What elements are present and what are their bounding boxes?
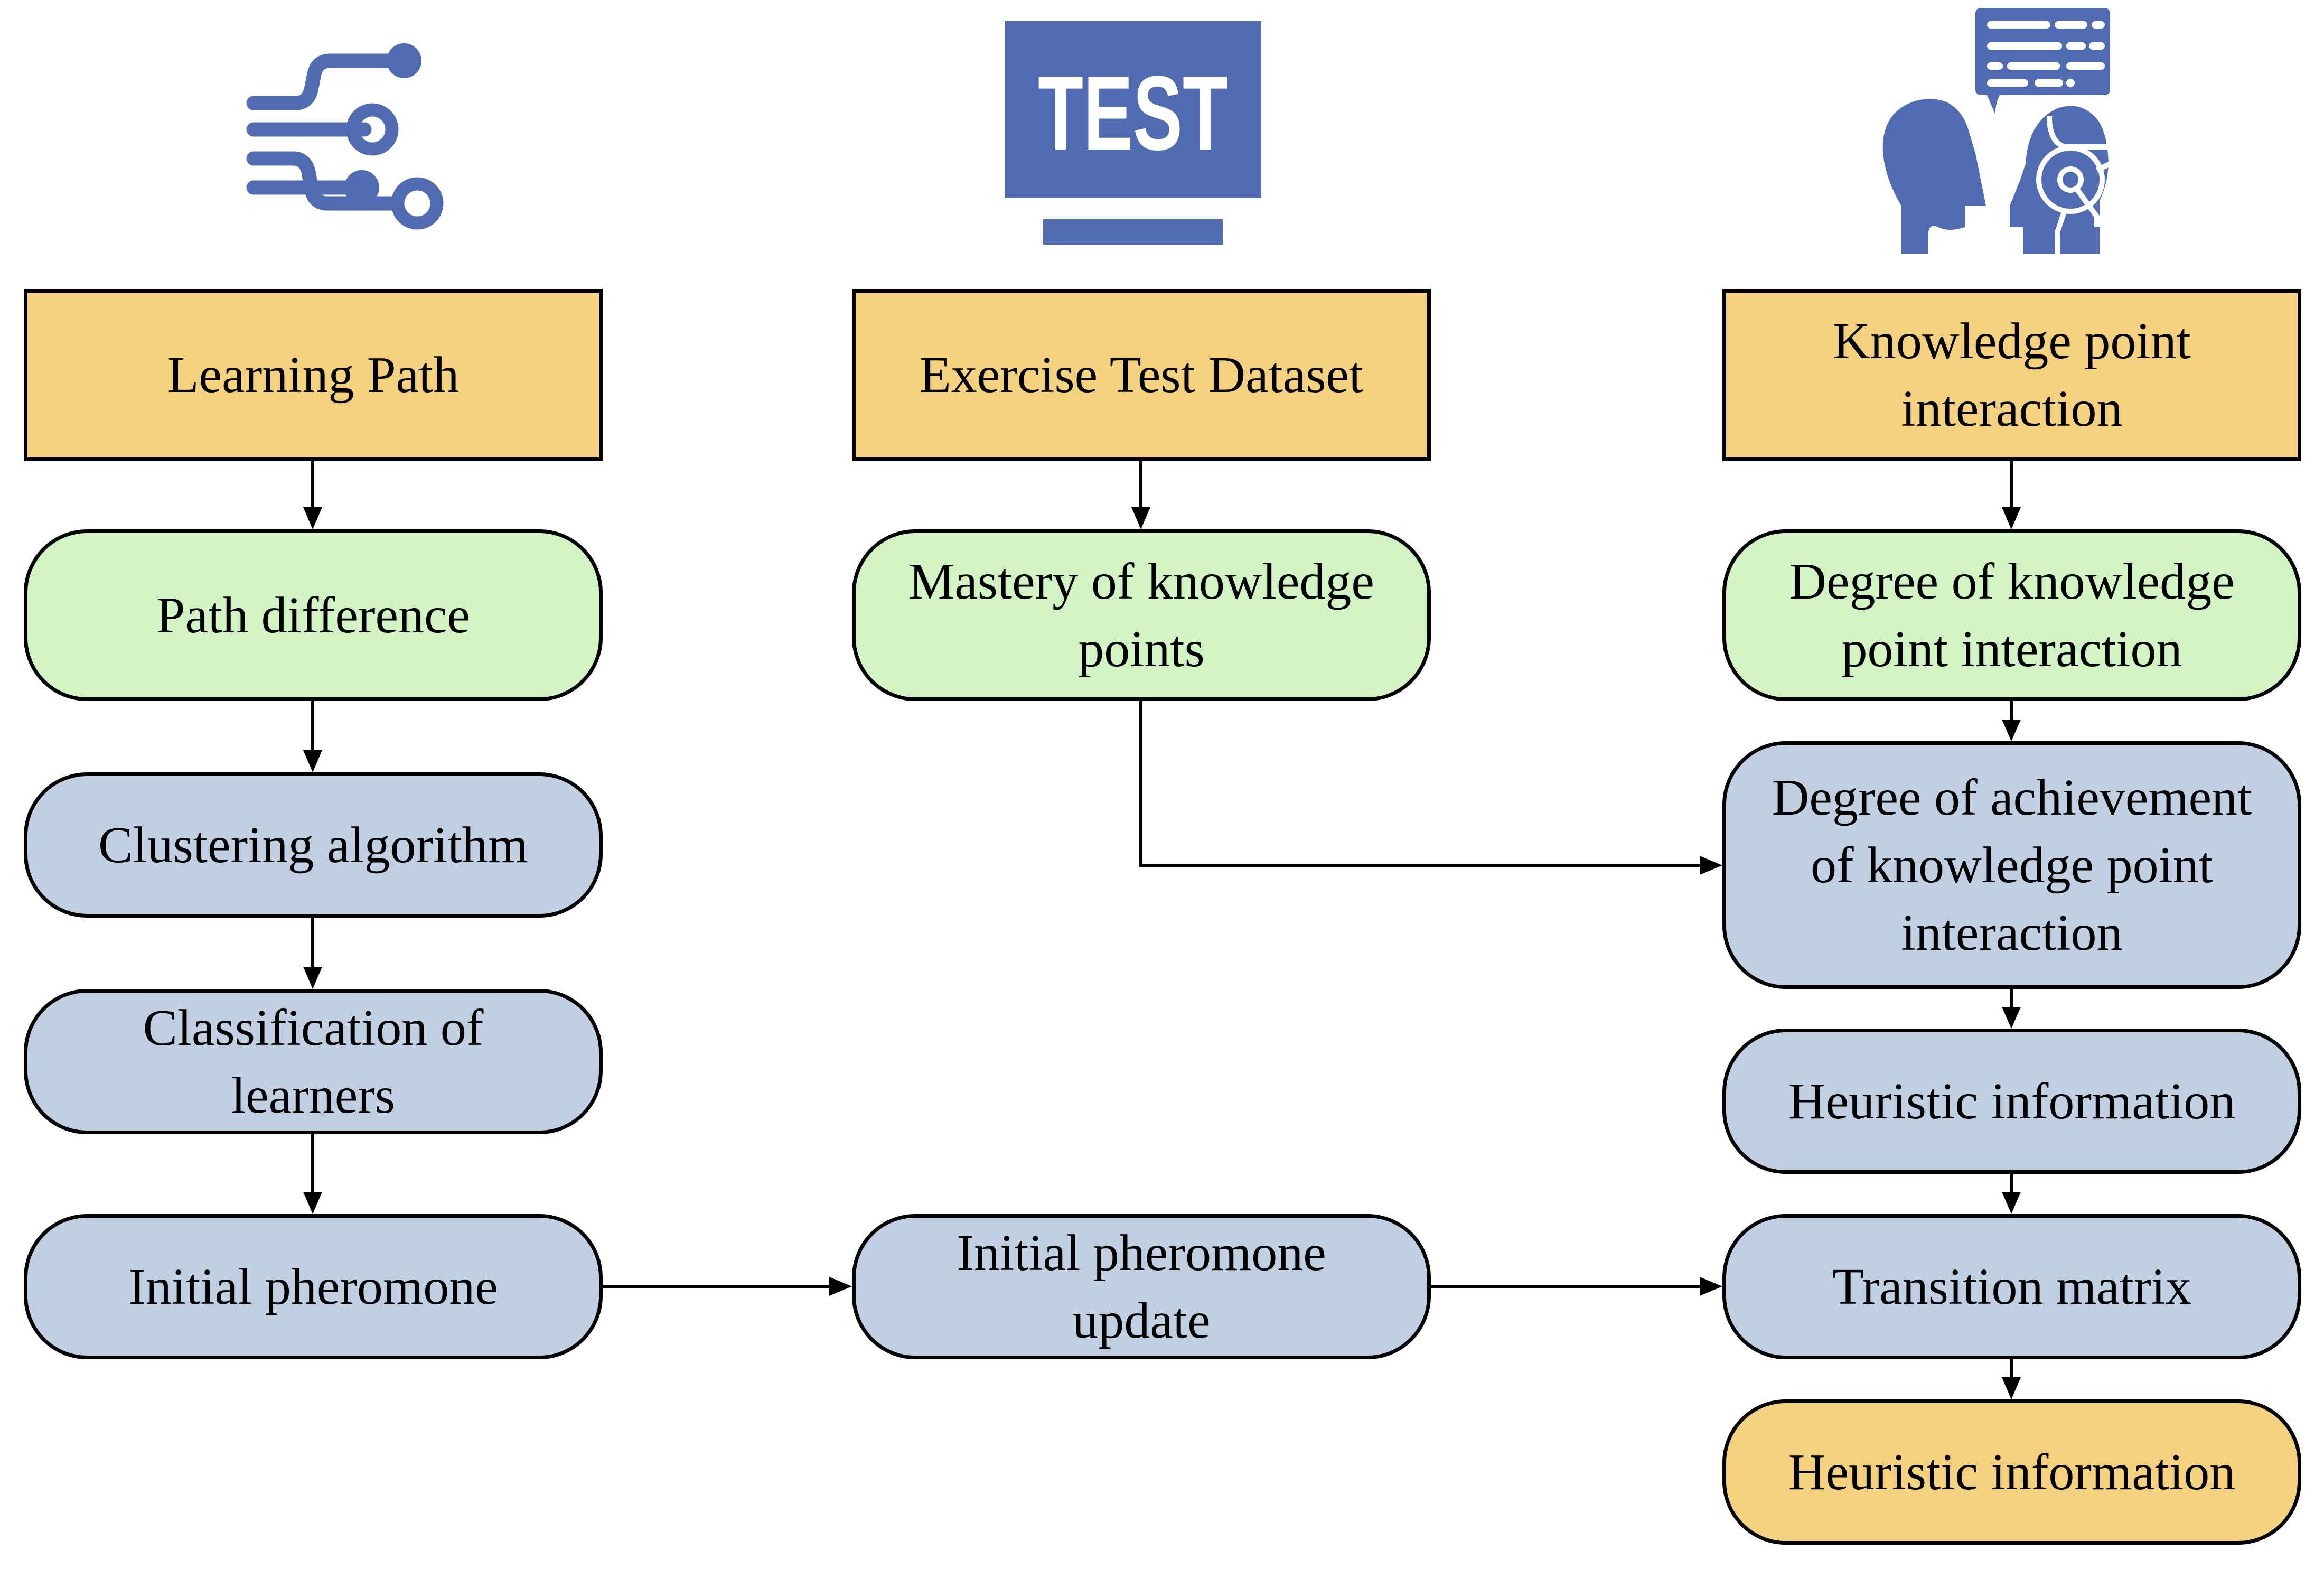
arrowhead [2002, 1377, 2021, 1399]
arrowhead [2002, 1192, 2021, 1214]
node-mastery-of-knowledge-points: Mastery of knowledge points [852, 529, 1431, 701]
node-label: Clustering algorithm [98, 816, 528, 874]
arrowhead [303, 507, 322, 529]
node-label: Path difference [156, 586, 471, 644]
node-initial-pheromone: Initial pheromone [24, 1214, 603, 1359]
node-label: Transition matrix [1832, 1258, 2191, 1315]
node-exercise-test-dataset: Exercise Test Dataset [852, 289, 1431, 461]
node-initial-pheromone-update: Initial pheromone update [852, 1214, 1431, 1359]
node-knowledge-point-interaction: Knowledge point interaction [1722, 289, 2301, 461]
node-transition-matrix: Transition matrix [1722, 1214, 2301, 1359]
node-label: Classification of learners [143, 999, 484, 1124]
arrowhead [2002, 1007, 2021, 1029]
human-ai-conversation-icon [1882, 8, 2112, 254]
node-label: Heuristic information [1788, 1072, 2236, 1130]
arrowhead [1700, 856, 1722, 875]
arrowhead [303, 1192, 322, 1214]
node-learning-path: Learning Path [24, 289, 603, 461]
node-degree-of-knowledge-point-interaction: Degree of knowledge point interaction [1722, 529, 2301, 701]
node-label: Learning Path [167, 347, 460, 404]
circuit-path-icon [246, 43, 444, 230]
arrowhead [2002, 720, 2021, 741]
arrowhead [1700, 1277, 1722, 1296]
node-heuristic-information: Heuristic information [1722, 1029, 2301, 1174]
node-label: Initial pheromone [128, 1258, 498, 1315]
arrowhead [2002, 507, 2021, 529]
arrowhead [829, 1277, 852, 1296]
node-label: Initial pheromone update [957, 1224, 1326, 1349]
node-label: Degree of knowledge point interaction [1789, 553, 2235, 678]
node-classification-of-learners: Classification of learners [24, 989, 603, 1134]
node-label: Heuristic information [1788, 1443, 2236, 1501]
test-monitor-icon: TEST [1005, 21, 1261, 245]
node-clustering-algorithm: Clustering algorithm [24, 772, 603, 918]
arrowhead [303, 750, 322, 772]
test-label: TEST [1038, 54, 1228, 172]
node-degree-of-achievement: Degree of achievement of knowledge point… [1722, 741, 2301, 989]
node-label: Degree of achievement of knowledge point… [1772, 769, 2252, 961]
arrowhead [1131, 507, 1150, 529]
node-label: Knowledge point interaction [1833, 313, 2191, 437]
arrow-mastery-to-achievement [1139, 701, 1700, 867]
node-label: Mastery of knowledge points [908, 553, 1374, 678]
node-heuristic-information-final: Heuristic information [1722, 1399, 2301, 1545]
node-label: Exercise Test Dataset [919, 347, 1364, 404]
node-path-difference: Path difference [24, 529, 603, 701]
arrowhead [303, 967, 322, 989]
